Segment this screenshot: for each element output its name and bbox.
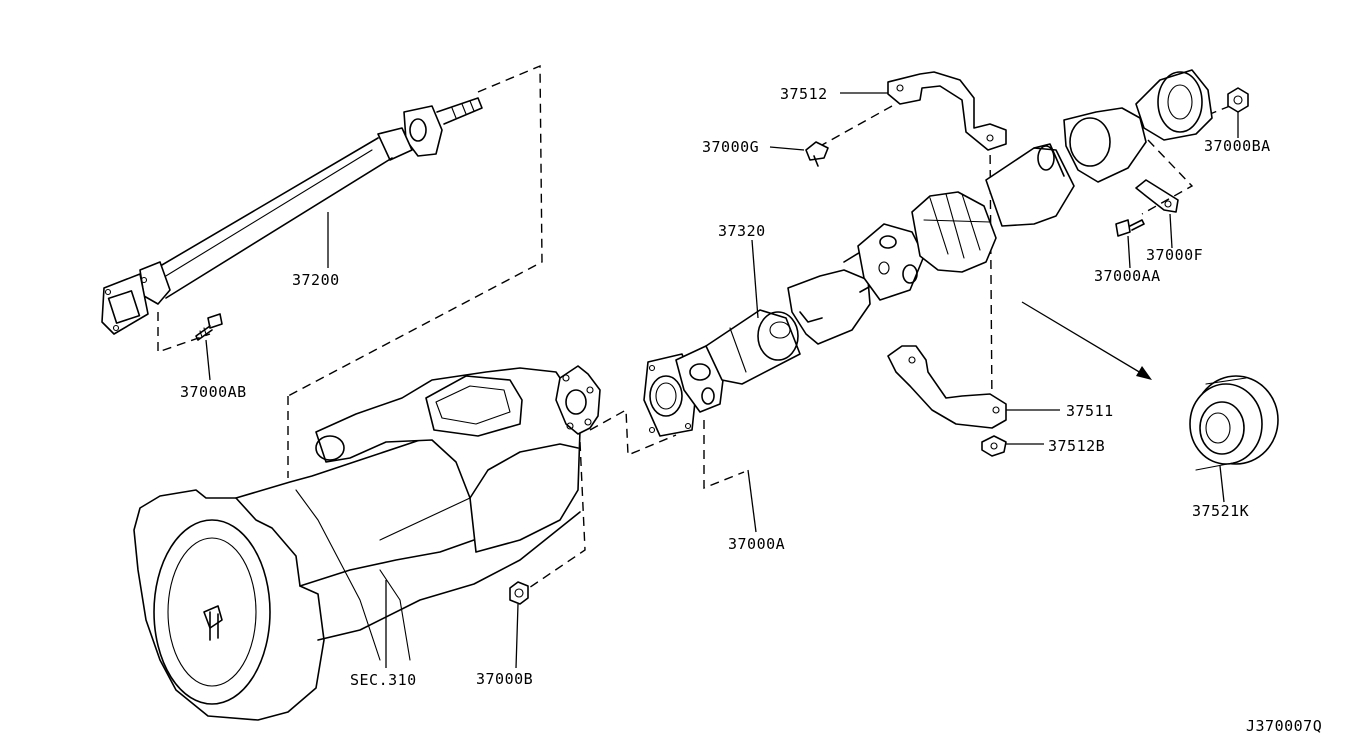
label-37000A: 37000A xyxy=(728,535,785,553)
label-37000G: 37000G xyxy=(702,138,759,156)
bracket-37512 xyxy=(887,71,1007,151)
label-37200: 37200 xyxy=(292,271,340,289)
diagram-id: J370007Q xyxy=(1246,717,1322,735)
label-37000AB: 37000AB xyxy=(180,383,247,401)
label-37320: 37320 xyxy=(718,222,766,240)
part-labels: 37512 37000G 37000BA 37320 37200 37000F … xyxy=(180,85,1322,735)
label-37512: 37512 xyxy=(780,85,828,103)
label-37000B: 37000B xyxy=(476,670,533,688)
label-sec310: SEC.310 xyxy=(350,671,417,689)
dashed-guide-lines xyxy=(157,64,1231,595)
label-37512B: 37512B xyxy=(1048,437,1105,455)
bolt-37000AA-icon xyxy=(1115,219,1145,237)
propeller-shaft-37200 xyxy=(101,97,483,335)
label-37000F: 37000F xyxy=(1146,246,1203,264)
nut-37512B-icon xyxy=(981,435,1007,457)
label-37000BA: 37000BA xyxy=(1204,137,1271,155)
bolt-37000AB-icon xyxy=(195,313,223,341)
bracket-37511 xyxy=(887,345,1007,429)
label-37511: 37511 xyxy=(1066,402,1114,420)
label-37000AA: 37000AA xyxy=(1094,267,1161,285)
transmission-sec310 xyxy=(133,365,601,721)
clip-37000F-icon xyxy=(1135,179,1179,213)
nut-37000B-icon xyxy=(509,581,529,605)
propeller-shaft-37320 xyxy=(643,69,1213,437)
arrow-to-detail-icon xyxy=(1021,301,1152,380)
nut-37000BA-icon xyxy=(1227,87,1249,113)
screw-37000G-icon xyxy=(805,141,829,167)
label-37521K: 37521K xyxy=(1192,502,1249,520)
center-bearing-37521K xyxy=(1189,375,1279,471)
leader-lines xyxy=(205,92,1239,669)
